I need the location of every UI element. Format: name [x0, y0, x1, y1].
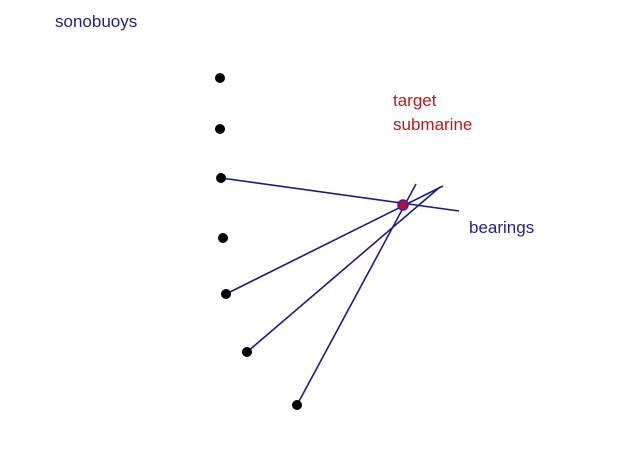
sonobuoy-6 — [242, 347, 252, 357]
sonobuoy-4 — [218, 233, 228, 243]
bearing-line-1 — [220, 177, 460, 212]
bearing-lines — [220, 177, 460, 406]
bearings-label: bearings — [469, 218, 535, 237]
sonobuoy-3 — [216, 173, 226, 183]
bearing-line-4 — [296, 183, 417, 406]
sonobuoy-2 — [215, 124, 225, 134]
sonobuoys-label: sonobuoys — [55, 12, 138, 31]
sonobuoy-1 — [215, 73, 225, 83]
target-submarine — [397, 199, 409, 211]
sonobuoys — [215, 73, 302, 410]
target-submarine-label: target submarine — [393, 89, 472, 137]
sonobuoy-5 — [221, 289, 231, 299]
target-submarine-marker — [397, 199, 409, 211]
sonobuoy-7 — [292, 400, 302, 410]
bearing-line-3 — [246, 186, 441, 353]
target-label-line-2: submarine — [393, 115, 473, 134]
target-label-line-1: target — [393, 91, 437, 110]
